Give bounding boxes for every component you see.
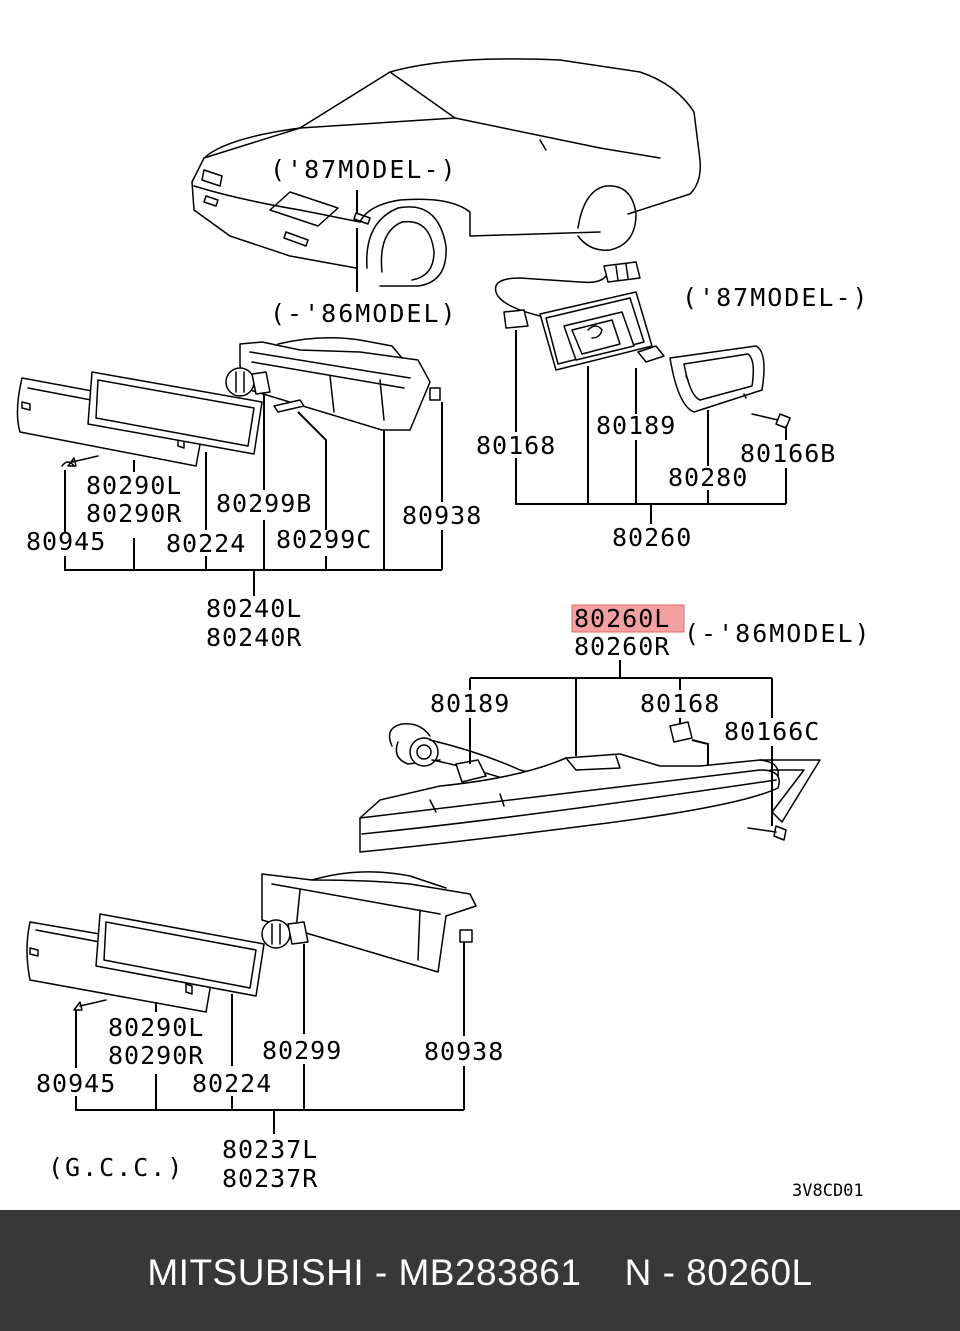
part-label-80224[interactable]: 80224 (166, 529, 246, 558)
label-86-model-top: (-'86MODEL) (270, 299, 458, 328)
part-label-80290L-b[interactable]: 80290L (108, 1013, 204, 1042)
highlight-box (571, 604, 685, 633)
footer-part-info: MITSUBISHI - MB283861 N - 80260L (147, 1251, 813, 1293)
part-label-80938-b[interactable]: 80938 (424, 1037, 504, 1066)
label-87-model-right: ('87MODEL-) (682, 283, 870, 312)
part-label-80290L[interactable]: 80290L (86, 471, 182, 500)
part-label-80224-b[interactable]: 80224 (192, 1069, 272, 1098)
label-86-model-right: (-'86MODEL) (684, 619, 872, 648)
part-label-80166B[interactable]: 80166B (740, 439, 836, 468)
label-gcc: (G.C.C.) (48, 1153, 184, 1182)
car-outline-illustration (191, 58, 702, 287)
leader-line (75, 1096, 464, 1111)
side-marker-assembly-87-illustration (494, 261, 791, 429)
footer-bar: MITSUBISHI - MB283861 N - 80260L (0, 1210, 960, 1331)
part-label-80240R[interactable]: 80240R (206, 623, 302, 652)
part-label-80290R[interactable]: 80290R (86, 499, 182, 528)
side-marker-assembly-86-illustration (359, 721, 821, 853)
leader-line (64, 556, 442, 571)
part-label-80237R[interactable]: 80237R (222, 1164, 318, 1193)
parts-diagram: ('87MODEL-) (-'86MODEL) ('87MODEL-) (-'8… (16, 58, 872, 1201)
part-label-80189-b[interactable]: 80189 (430, 689, 510, 718)
part-label-80260R[interactable]: 80260R (574, 632, 670, 661)
part-label-80189[interactable]: 80189 (596, 411, 676, 440)
part-label-80260[interactable]: 80260 (612, 523, 692, 552)
part-label-80299C[interactable]: 80299C (276, 525, 372, 554)
part-label-80938[interactable]: 80938 (402, 501, 482, 530)
part-label-80299B[interactable]: 80299B (216, 489, 312, 518)
part-label-80290R-b[interactable]: 80290R (108, 1041, 204, 1070)
part-label-80260L[interactable]: 80260L (574, 604, 670, 633)
gcc-turn-signal-assembly-illustration (26, 871, 477, 1013)
part-label-80168[interactable]: 80168 (476, 431, 556, 460)
part-label-80240L[interactable]: 80240L (206, 594, 302, 623)
leader-line (691, 739, 709, 766)
part-label-80299[interactable]: 80299 (262, 1036, 342, 1065)
label-87-model-top: ('87MODEL-) (270, 155, 458, 184)
part-label-80168-b[interactable]: 80168 (640, 689, 720, 718)
parts-diagram-svg: ('87MODEL-) (-'86MODEL) ('87MODEL-) (-'8… (16, 58, 872, 1201)
part-label-80237L[interactable]: 80237L (222, 1135, 318, 1164)
leader-line (515, 458, 786, 505)
diagram-code: 3V8CD01 (792, 1181, 864, 1201)
part-label-80945-b[interactable]: 80945 (36, 1069, 116, 1098)
part-label-80166C[interactable]: 80166C (724, 717, 820, 746)
part-label-80280[interactable]: 80280 (668, 463, 748, 492)
part-label-80945[interactable]: 80945 (26, 527, 106, 556)
turn-signal-assembly-illustration (16, 337, 441, 467)
leader-line (297, 411, 327, 530)
leader-line (205, 556, 327, 570)
